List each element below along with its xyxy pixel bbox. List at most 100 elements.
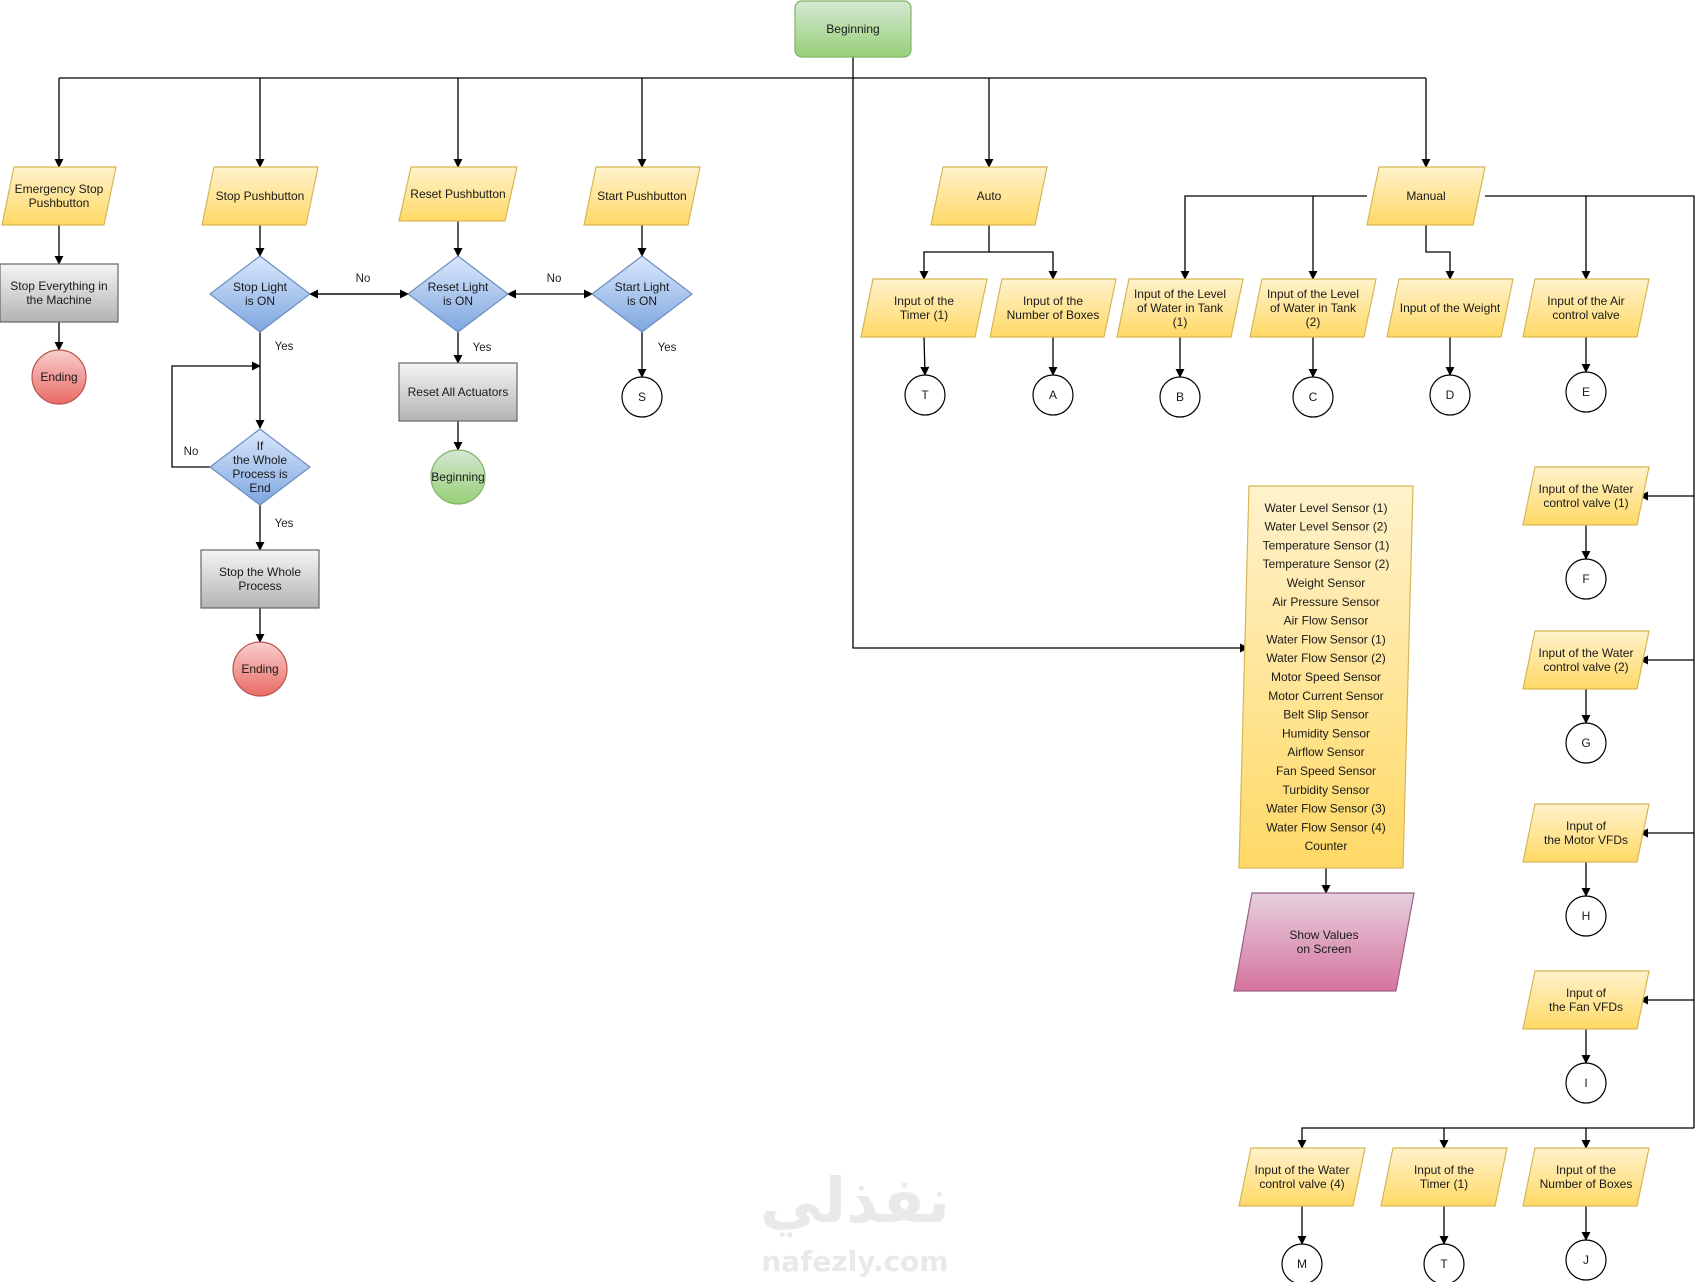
node-conn-f-label: F [1582, 572, 1589, 586]
edge-32 [1586, 195, 1695, 1128]
node-conn-c: C [1292, 376, 1334, 418]
node-sensors: Water Level Sensor (1)Water Level Sensor… [1238, 485, 1414, 869]
edge-28 [1180, 195, 1367, 280]
node-begin: Beginning [794, 0, 912, 58]
node-conn-a-label: A [1049, 388, 1057, 402]
node-reset-actuators-shape [398, 362, 518, 422]
node-conn-e: E [1565, 371, 1607, 413]
edge-8 [852, 78, 1249, 653]
node-conn-i-shape [1565, 1062, 1607, 1104]
node-whole-process-shape [209, 428, 311, 506]
edge-label-no-0: No [356, 273, 371, 285]
node-conn-b: B [1159, 376, 1201, 418]
edge-26 [920, 336, 930, 376]
node-auto-boxes-shape [989, 278, 1117, 338]
node-reset-pb: Reset Pushbutton [398, 166, 518, 222]
node-stop-pb-shape [201, 166, 319, 226]
node-begin-label: Beginning [826, 22, 879, 36]
node-start-pb: Start Pushbutton [583, 166, 701, 226]
node-sensors-label: Water Level Sensor (1)Water Level Sensor… [1263, 501, 1390, 853]
node-conn-j: J [1565, 1239, 1607, 1281]
node-conn-j-shape [1565, 1239, 1607, 1281]
node-manual-shape [1366, 166, 1486, 226]
node-conn-a-shape [1032, 374, 1074, 416]
node-stop-everything-shape [0, 263, 119, 323]
node-end-2: Ending [232, 641, 288, 697]
node-begin-shape [794, 0, 912, 58]
node-conn-d-shape [1429, 374, 1471, 416]
node-begin-2-shape [430, 449, 486, 505]
node-conn-t2-label: T [1440, 1257, 1448, 1271]
edge-25 [989, 251, 1058, 280]
node-show-values-shape [1233, 892, 1415, 992]
node-conn-t1-shape [904, 374, 946, 416]
node-start-light-shape [591, 255, 693, 333]
node-conn-h-shape [1565, 895, 1607, 937]
node-conn-j-label: J [1583, 1253, 1589, 1267]
node-sensors-shape [1238, 485, 1414, 869]
node-end-1-shape [31, 349, 87, 405]
node-end-1: Ending [31, 349, 87, 405]
node-conn-a: A [1032, 374, 1074, 416]
edge-31 [1485, 195, 1591, 280]
connector-lines [54, 57, 1695, 1245]
edge-45 [1297, 1127, 1694, 1149]
edge-label-no-5: No [184, 446, 199, 458]
node-start-pb-shape [583, 166, 701, 226]
node-conn-t2: T [1423, 1243, 1465, 1282]
node-conn-m-label: M [1297, 1257, 1307, 1271]
node-start-pb-label: Start Pushbutton [597, 189, 686, 203]
node-conn-e-label: E [1582, 385, 1590, 399]
node-end-2-shape [232, 641, 288, 697]
node-stop-whole-shape [200, 549, 320, 609]
node-auto: Auto [930, 166, 1048, 226]
node-conn-g-label: G [1581, 736, 1590, 750]
node-conn-s-label: S [638, 390, 646, 404]
node-reset-pb-label: Reset Pushbutton [410, 187, 505, 201]
node-conn-i: I [1565, 1062, 1607, 1104]
node-conn-g: G [1565, 722, 1607, 764]
edge-label-yes-2: Yes [275, 341, 294, 353]
node-auto-shape [930, 166, 1048, 226]
node-stop-pb-label: Stop Pushbutton [216, 189, 305, 203]
node-emergency-shape [1, 166, 117, 226]
node-manual-label: Manual [1406, 189, 1445, 203]
edge-30 [1425, 225, 1455, 280]
node-water-valve1-shape [1522, 466, 1650, 526]
node-conn-d: D [1429, 374, 1471, 416]
watermark-arabic: نفذلي [760, 1164, 950, 1237]
node-man-boxes-shape [1522, 1147, 1650, 1207]
node-manual: Manual [1366, 166, 1486, 226]
node-reset-actuators-label: Reset All Actuators [408, 385, 509, 399]
node-end-1-label: Ending [40, 370, 77, 384]
node-conn-c-label: C [1309, 390, 1318, 404]
edge-label-no-1: No [547, 273, 562, 285]
node-conn-f-shape [1565, 558, 1607, 600]
node-conn-s-shape [621, 376, 663, 418]
node-level2-shape [1249, 278, 1377, 338]
node-begin-2-label: Beginning [431, 470, 484, 484]
